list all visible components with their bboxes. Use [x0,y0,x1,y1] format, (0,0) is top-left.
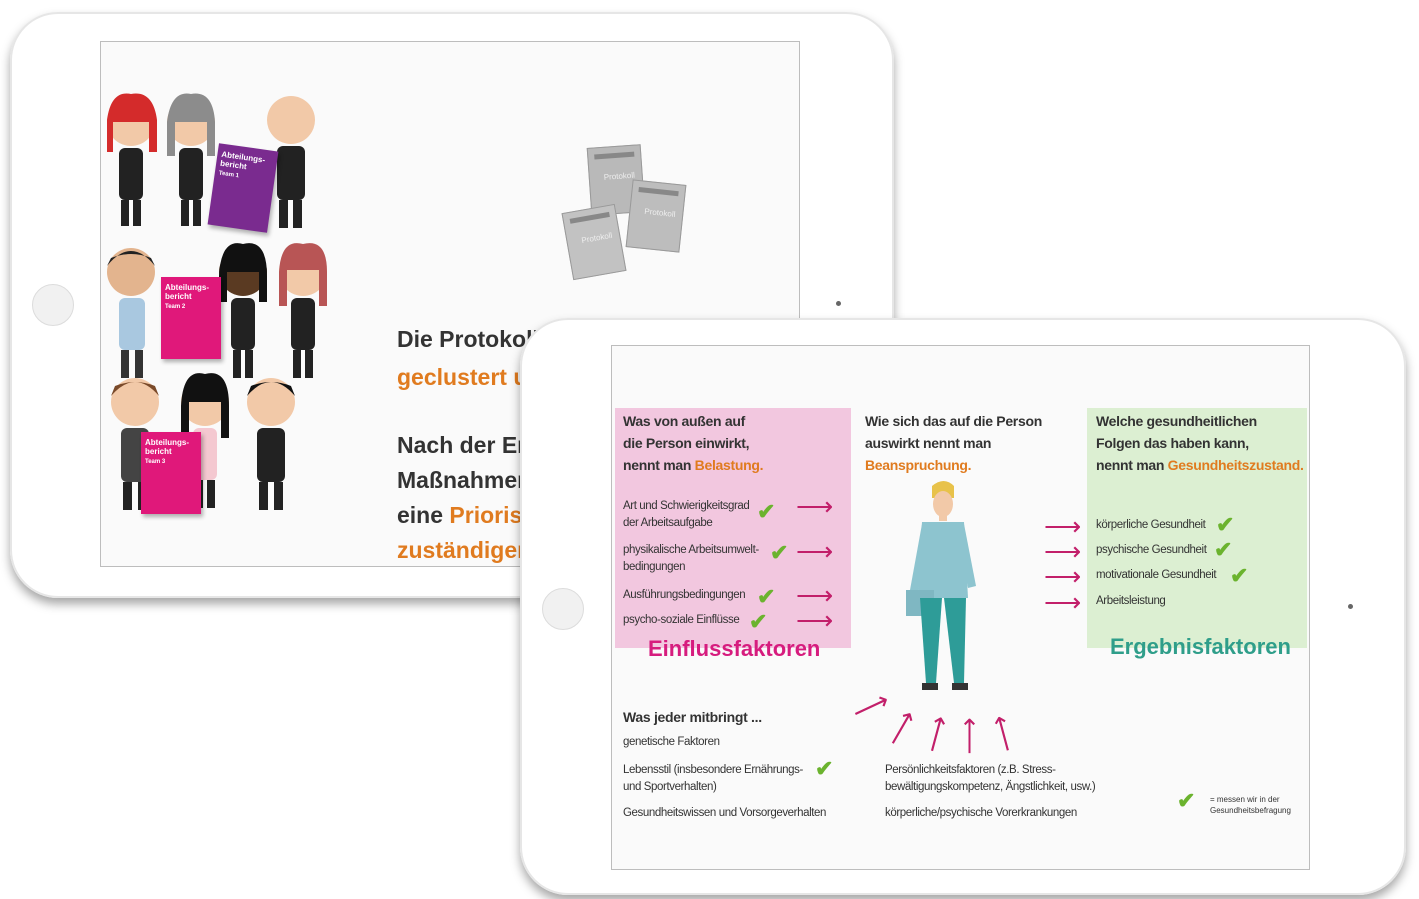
arrow-right-icon: ⟶ [796,536,834,566]
green-item-1: körperliche Gesundheit [1096,519,1206,531]
label-ergebnisfaktoren: Ergebnisfaktoren [1110,634,1291,659]
slide1-line6: zuständigen [397,537,532,563]
check-icon: ✔ [757,499,776,524]
bottom-item-2: Lebensstil (insbesondere Ernährungs- und… [623,764,803,793]
slide1-line4: Maßnahmen [397,467,532,493]
green-item-4: Arbeitsleistung [1096,595,1166,607]
arrow-right-icon: ⟶ [1044,536,1082,566]
pink-item-3: Ausführungsbedingungen [623,589,746,601]
tablet-front: Was von außen auf die Person einwirkt, n… [520,318,1406,895]
green-heading: Welche gesundheitlichen Folgen das haben… [1096,413,1304,473]
check-icon: ✔ [1230,563,1249,588]
camera-dot [1348,604,1353,609]
arrow-right-icon: ⟶ [796,491,834,521]
arrow-up-icon: ⟶ [983,712,1022,756]
protocol-sheet: Protokoll [625,179,687,253]
check-icon: ✔ [1177,788,1196,813]
legend-text: = messen wir in der Gesundheitsbefragung [1210,795,1291,815]
preexisting-conditions: körperliche/psychische Vorerkrankungen [885,807,1077,819]
arrow-up-icon: ⟶ [953,717,984,755]
arrow-right-icon: ⟶ [796,605,834,635]
slide1-line5: eine Priorisi [397,502,529,528]
arrow-up-icon: ⟶ [847,684,894,728]
arrow-right-icon: ⟶ [1044,561,1082,591]
green-panel [1087,408,1307,648]
bottom-heading: Was jeder mitbringt ... [623,709,762,725]
slide-factors: Was von außen auf die Person einwirkt, n… [611,345,1310,870]
check-icon: ✔ [749,609,768,634]
arrow-right-icon: ⟶ [796,580,834,610]
label-einflussfaktoren: Einflussfaktoren [648,636,821,661]
slide1-line3: Nach der Ent [397,432,539,458]
arrow-right-icon: ⟶ [1044,511,1082,541]
green-item-3: motivationale Gesundheit [1096,569,1217,581]
camera-dot [836,301,841,306]
check-icon: ✔ [815,756,834,781]
protocol-sheet: Protokoll [561,203,627,281]
arrow-up-icon: ⟶ [916,712,955,756]
home-button[interactable] [542,588,584,630]
personal-factors: Persönlichkeitsfaktoren (z.B. Stress- be… [885,764,1096,793]
middle-heading: Wie sich das auf die Person auswirkt nen… [865,413,1042,473]
green-item-2: psychische Gesundheit [1096,544,1207,556]
person-illustration [906,481,976,690]
arrow-right-icon: ⟶ [1044,587,1082,617]
slide1-line1: Die Protokoll [397,326,539,352]
slide1-line2: geclustert u [397,364,528,390]
check-icon: ✔ [770,540,789,565]
check-icon: ✔ [757,584,776,609]
pink-item-4: psycho-soziale Einflüsse [623,614,740,626]
people-illustration [107,93,327,510]
bottom-item-3: Gesundheitswissen und Vorsorgeverhalten [623,807,827,819]
pink-item-2: physikalische Arbeitsumwelt- bedingungen [623,544,759,573]
check-icon: ✔ [1216,512,1235,537]
home-button[interactable] [32,284,74,326]
pink-heading: Was von außen auf die Person einwirkt, n… [623,413,764,473]
pink-item-1: Art und Schwierigkeitsgrad der Arbeitsau… [623,500,750,529]
bottom-item-1: genetische Faktoren [623,736,720,748]
pink-panel [615,408,851,648]
check-icon: ✔ [1214,537,1233,562]
